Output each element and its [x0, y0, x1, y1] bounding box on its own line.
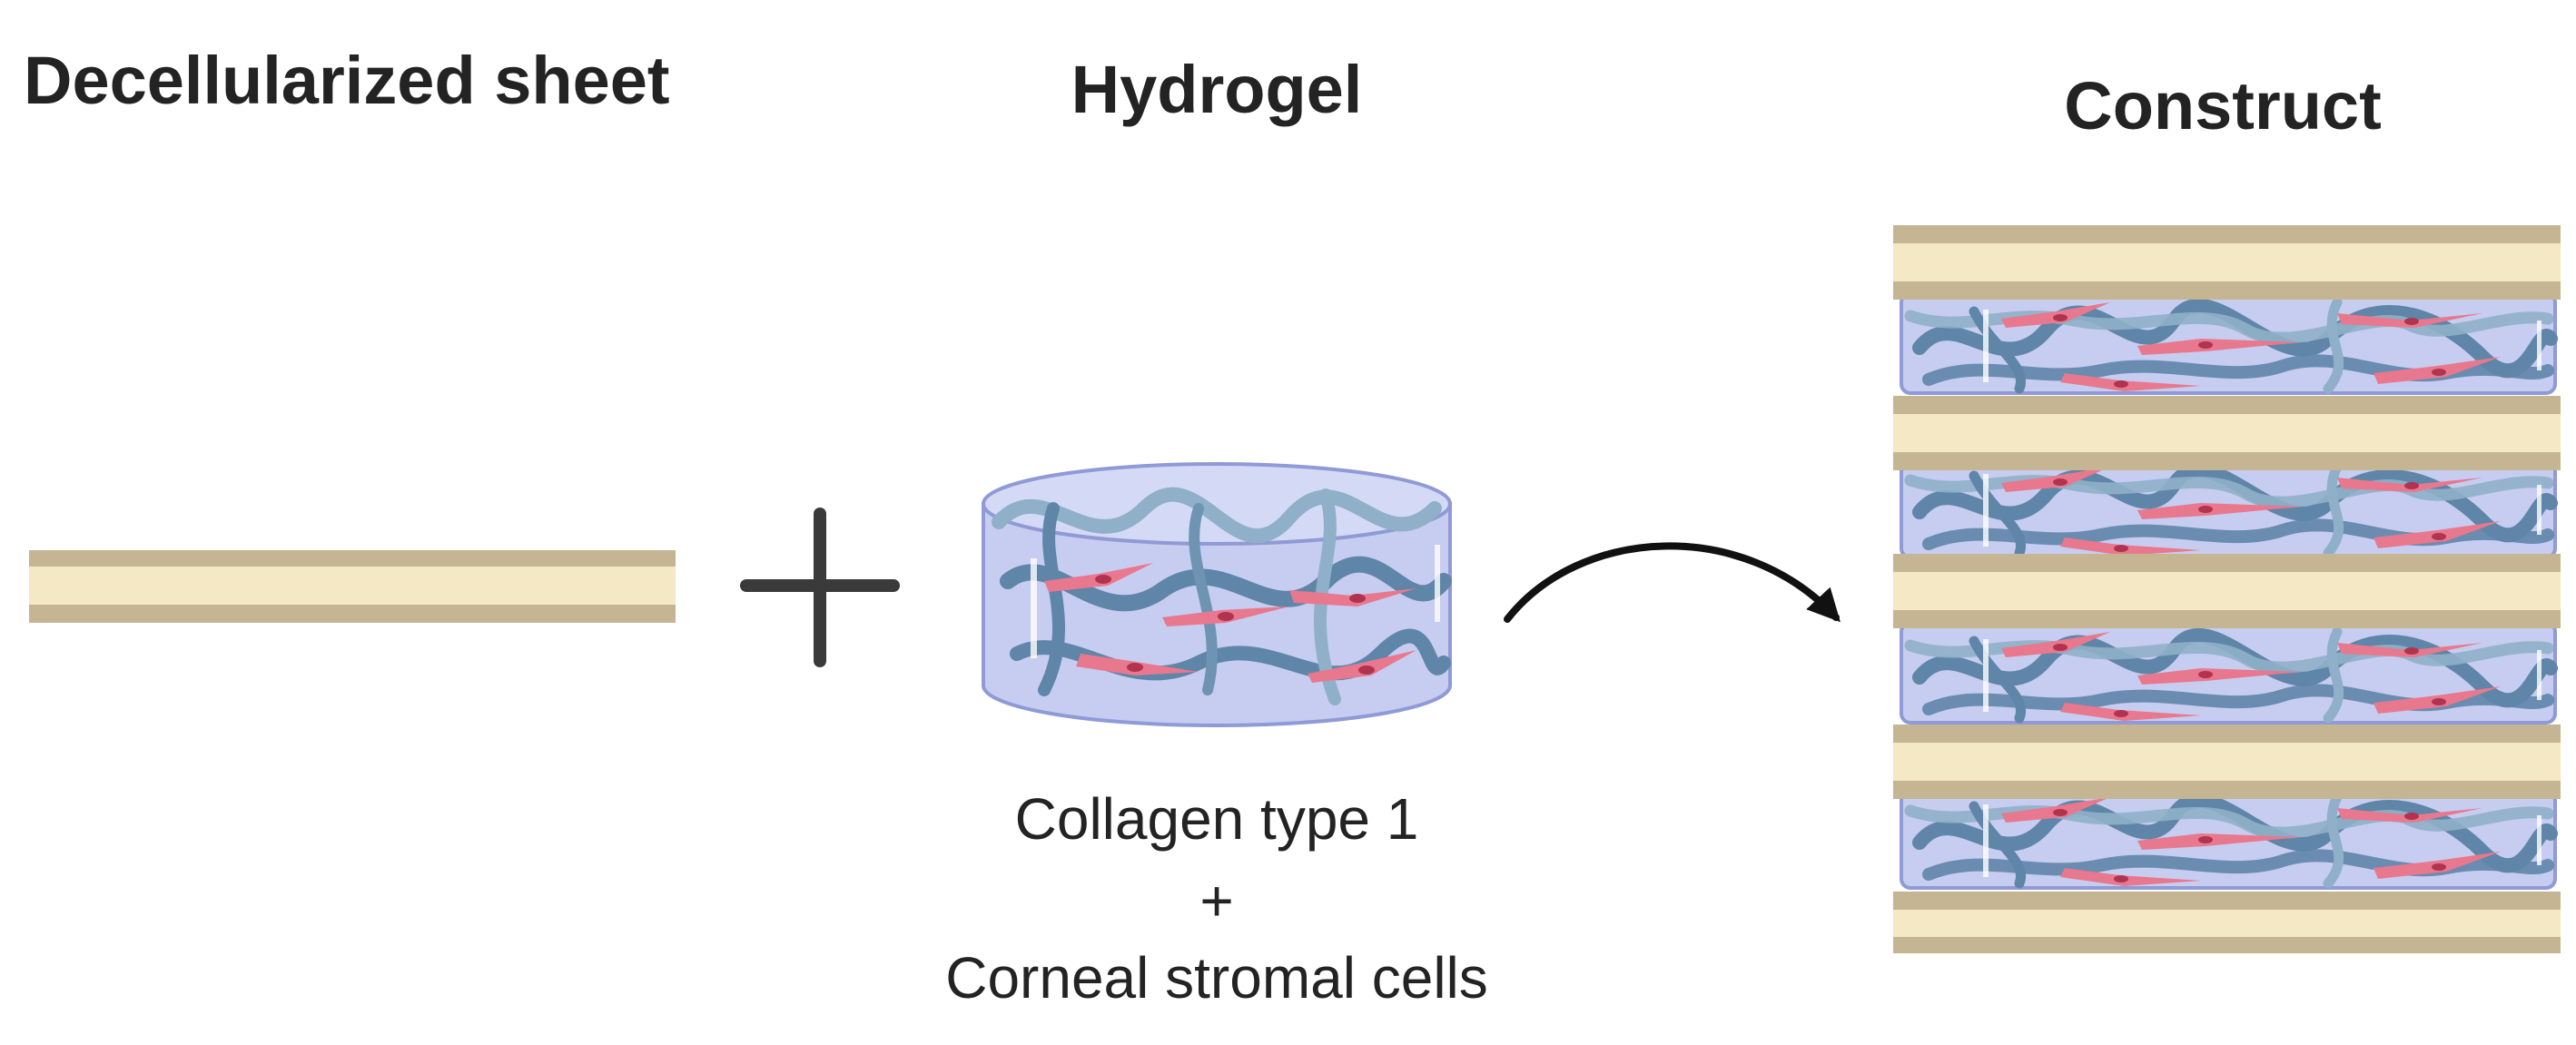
- construct-hydrogel-layer: [1901, 458, 2555, 557]
- decellularized-sheet-icon: [29, 550, 676, 623]
- layered-construct-icon: [1893, 225, 2561, 953]
- title-hydrogel: Hydrogel: [1071, 52, 1363, 127]
- hydrogel-caption-plus: +: [1199, 868, 1234, 933]
- curved-arrow-icon: [1504, 542, 1841, 623]
- hydrogel-caption-collagen: Collagen type 1: [1014, 786, 1419, 852]
- construct-sheet-layer: [1893, 225, 2561, 300]
- title-construct: Construct: [2064, 68, 2382, 143]
- construct-hydrogel-layer: [1901, 293, 2555, 393]
- hydrogel-disc-icon: [982, 462, 1452, 727]
- construct-sheet-layer: [1893, 725, 2561, 799]
- plus-icon: [740, 508, 900, 667]
- construct-sheet-layer: [1893, 892, 2561, 953]
- construct-sheet-layer: [1893, 554, 2561, 628]
- construct-sheet-layer: [1893, 396, 2561, 470]
- construct-hydrogel-layer: [1901, 623, 2555, 723]
- title-decellularized-sheet: Decellularized sheet: [24, 43, 670, 118]
- hydrogel-caption-cells: Corneal stromal cells: [945, 945, 1488, 1010]
- construct-hydrogel-layer: [1901, 788, 2555, 888]
